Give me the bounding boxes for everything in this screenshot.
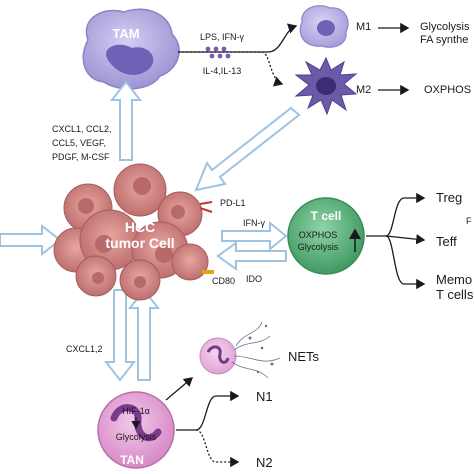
cd80-label: CD80 <box>212 276 235 286</box>
n1-label: N1 <box>256 389 273 404</box>
tan-to-n2-arrow <box>195 429 240 468</box>
tan-cell: HIF-1α Glycolysis TAN <box>97 391 175 469</box>
secreted-factors: CXCL1, CCL2, CCL5, VEGF, PDGF, M-CSF <box>52 124 112 162</box>
cd80-receptor-icon <box>202 270 214 274</box>
incoming-left-arrow <box>0 223 62 257</box>
tam-cell: TAM <box>82 8 180 90</box>
hcc-label-line2: tumor Cell <box>105 235 174 251</box>
tan-to-tumor-arrow <box>127 288 161 381</box>
tcell-metabolism-line2: Glycolysis <box>298 242 339 252</box>
nets-neutrophil <box>199 321 281 379</box>
tcell-to-tumor-arrow <box>216 241 287 271</box>
memory-label-line2: T cells <box>436 287 474 302</box>
nets-label: NETs <box>288 349 320 364</box>
pdl1-label: PD-L1 <box>220 198 246 208</box>
tumor-to-tam-arrow <box>109 80 143 161</box>
tam-label: TAM <box>112 26 139 41</box>
cytokine-dots <box>205 46 231 59</box>
clipped-letter: F <box>466 216 472 226</box>
t-cell: T cell OXPHOS Glycolysis <box>287 197 365 275</box>
tan-glycolysis-label: Glycolysis <box>116 432 157 442</box>
teff-label: Teff <box>436 234 457 249</box>
tcell-label: T cell <box>311 209 342 223</box>
m2-macrophage <box>294 56 358 116</box>
pdl1-receptor-icon <box>199 201 213 213</box>
tumor-to-tan-arrow <box>103 289 137 382</box>
m2-to-tumor-arrow <box>194 106 301 192</box>
factors-line3: PDGF, M-CSF <box>52 152 110 162</box>
tcell-metabolism-line1: OXPHOS <box>299 230 338 240</box>
tcell-branches <box>366 192 426 290</box>
hif-label: HIF-1α <box>122 406 150 416</box>
m1-outcome-line1: Glycolysis <box>420 21 470 33</box>
tam-to-m2-arrow <box>178 51 284 87</box>
hcc-label-line1: HCC <box>125 219 155 235</box>
tumor-to-tcell-arrow <box>221 220 288 252</box>
tan-to-n1-arrow <box>176 390 240 431</box>
tam-to-m1-arrow <box>178 23 298 53</box>
m1-macrophage <box>299 5 349 48</box>
tan-label: TAN <box>120 453 144 467</box>
memory-label-line1: Memo <box>436 272 472 287</box>
ifn-label: IFN-γ <box>243 218 265 228</box>
n2-label: N2 <box>256 455 273 470</box>
treg-label: Treg <box>436 190 462 205</box>
cxcl-label: CXCL1,2 <box>66 344 103 354</box>
factors-line1: CXCL1, CCL2, <box>52 124 112 134</box>
m2-outcome-label: OXPHOS <box>424 84 471 96</box>
ido-label: IDO <box>246 274 262 284</box>
factors-line2: CCL5, VEGF, <box>52 138 106 148</box>
m2-label: M2 <box>356 84 371 96</box>
tan-to-nets-arrow <box>165 377 193 401</box>
m1-stimuli-label: LPS, IFN-γ <box>200 32 245 42</box>
m1-label: M1 <box>356 21 371 33</box>
m1-outcome-line2: FA synthe <box>420 34 468 46</box>
hcc-tumor-cluster: HCC tumor Cell <box>53 163 209 301</box>
m2-stimuli-label: IL-4,IL-13 <box>203 66 242 76</box>
